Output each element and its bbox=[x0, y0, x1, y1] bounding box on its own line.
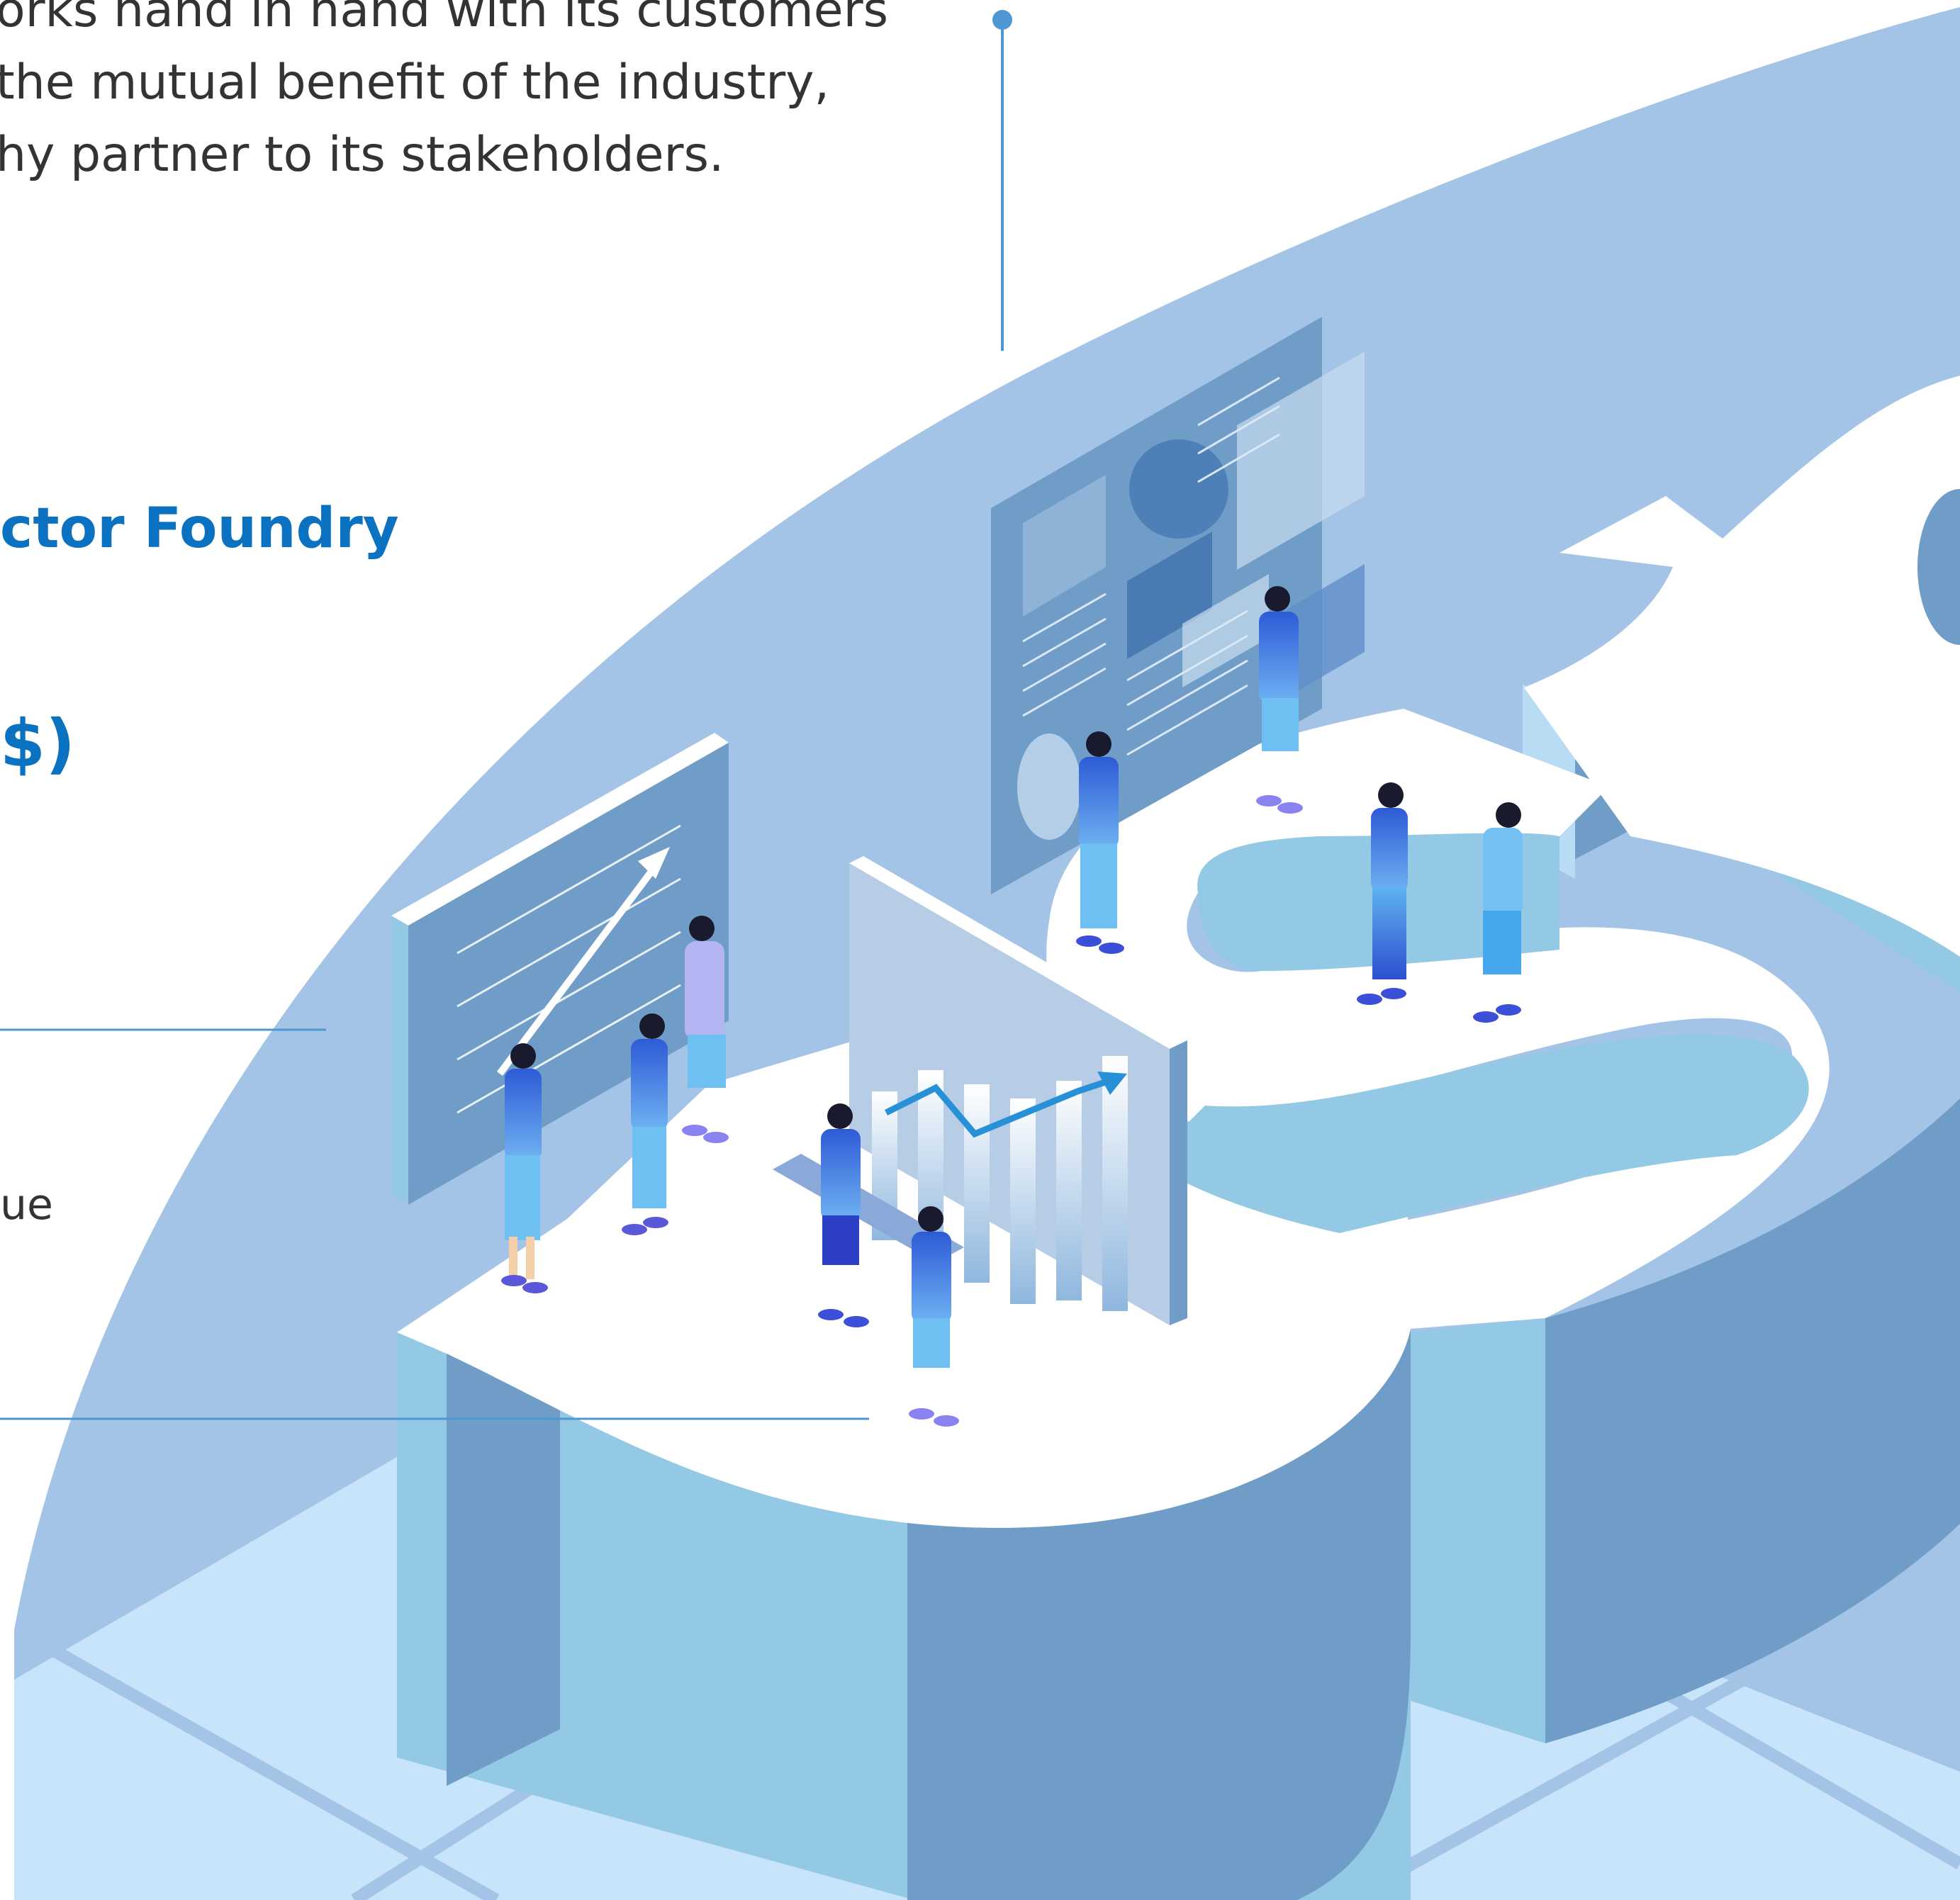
unit-heading: $) bbox=[0, 706, 76, 782]
metric-label: ue bbox=[0, 1180, 53, 1230]
person bbox=[1357, 782, 1408, 1005]
person bbox=[622, 1013, 668, 1235]
people-group bbox=[501, 586, 1523, 1427]
foundry-heading: ctor Foundry bbox=[0, 497, 399, 561]
person bbox=[909, 1206, 959, 1427]
person bbox=[1076, 731, 1124, 954]
person bbox=[1256, 586, 1303, 814]
person bbox=[682, 916, 729, 1143]
trend-arrow-icon bbox=[638, 847, 670, 879]
bar-chart-panel bbox=[773, 856, 1187, 1325]
person bbox=[1473, 802, 1523, 1023]
person bbox=[818, 1103, 869, 1327]
intro-line: hy partner to its stakeholders. bbox=[0, 127, 724, 183]
intro-line: orks hand in hand with its customers bbox=[0, 0, 888, 38]
growth-board bbox=[391, 733, 729, 1205]
intro-paragraph: orks hand in hand with its customers the… bbox=[0, 0, 888, 191]
letter-s-top bbox=[397, 376, 1960, 1528]
divider-rules bbox=[0, 1028, 869, 1420]
intro-line: the mutual benefit of the industry, bbox=[0, 55, 830, 111]
callout-pin-icon bbox=[992, 10, 1012, 351]
dashboard-board bbox=[991, 317, 1365, 894]
person bbox=[501, 1043, 548, 1293]
